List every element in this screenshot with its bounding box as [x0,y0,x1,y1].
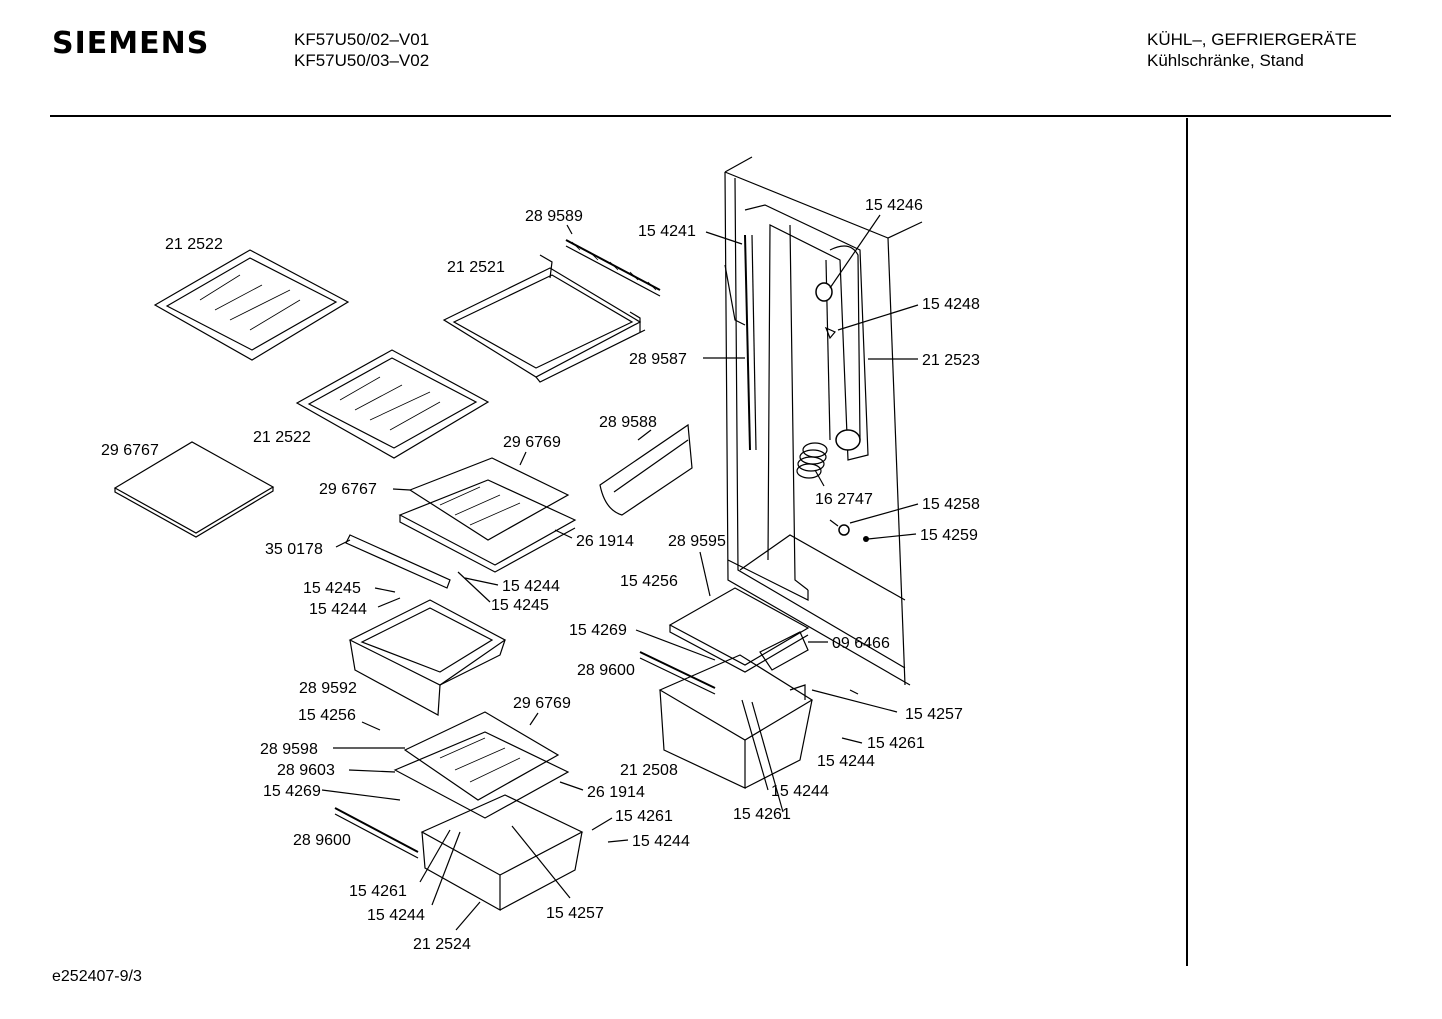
part-label: 21 2522 [253,429,311,446]
drawer-rail-right [639,651,716,695]
part-label: 28 9600 [577,662,635,679]
part-label: 15 4258 [922,496,980,513]
part-label: 26 1914 [576,533,634,550]
part-label: 09 6466 [832,635,890,652]
part-label: 15 4256 [298,707,356,724]
part-label: 28 9588 [599,414,657,431]
glass-shelf-right [668,587,810,673]
part-label: 15 4245 [491,597,549,614]
part-label: 15 4244 [632,833,690,850]
part-label: 15 4256 [620,573,678,590]
part-label: 28 9603 [277,762,335,779]
part-label: 29 6767 [319,481,377,498]
part-label: 15 4261 [615,808,673,825]
part-label: 16 2747 [815,491,873,508]
cabinet-wall [724,156,923,686]
part-labels: 21 2522 28 9589 15 4241 15 4246 21 2521 … [101,197,980,953]
header-divider [50,115,1391,117]
part-label: 15 4261 [733,806,791,823]
drawer-upper [348,599,507,716]
category-subtitle: Kühlschränke, Stand [1147,51,1304,70]
part-label: 21 2522 [165,236,223,253]
wall-fittings [829,519,869,695]
leader-lines [321,214,919,931]
cover-plate [113,441,275,538]
part-label: 15 4244 [817,753,875,770]
part-label: 28 9592 [299,680,357,697]
part-label: 15 4248 [922,296,980,313]
air-duct [815,245,861,451]
drawing-code: e252407-9/3 [52,968,142,985]
part-label: 26 1914 [587,784,645,801]
part-label: 21 2524 [413,936,471,953]
part-label: 28 9598 [260,741,318,758]
side-divider [1186,118,1188,966]
curved-bottle-shelf [599,423,693,516]
part-label: 15 4269 [263,783,321,800]
model-number-1: KF57U50/02–V01 [294,30,430,49]
category-title: KÜHL–, GEFRIERGERÄTE [1147,30,1357,49]
parts-drawing [113,156,923,912]
part-label: 15 4244 [309,601,367,618]
front-trim-bar [345,534,451,589]
crisper-cover-lower [393,711,570,819]
glass-shelf-upper [153,249,350,361]
part-label: 29 6767 [101,442,159,459]
part-label: 15 4261 [349,883,407,900]
drawer-lower [420,794,584,912]
part-label: 21 2508 [620,762,678,779]
wire-shelf [442,254,646,383]
glass-shelf-lower [295,349,490,459]
part-label: 15 4269 [569,622,627,639]
crisper-cover-upper [398,457,577,573]
part-label: 28 9595 [668,533,726,550]
part-label: 15 4257 [905,706,963,723]
part-label: 35 0178 [265,541,323,558]
bellows-hose [796,442,828,479]
part-label: 28 9600 [293,832,351,849]
part-label: 15 4244 [367,907,425,924]
part-label: 21 2521 [447,259,505,276]
shelf-rail [565,239,661,297]
part-label: 28 9587 [629,351,687,368]
model-number-2: KF57U50/03–V02 [294,51,430,70]
drawer-right [658,654,814,789]
part-label: 15 4246 [865,197,923,214]
part-label: 15 4259 [920,527,978,544]
part-label: 15 4257 [546,905,604,922]
part-label: 15 4244 [502,578,560,595]
part-label: 15 4241 [638,223,696,240]
part-label: 15 4244 [771,783,829,800]
part-label: 15 4245 [303,580,361,597]
part-label: 28 9589 [525,208,583,225]
drawer-rail-lower [334,807,419,859]
part-label: 21 2523 [922,352,980,369]
part-label: 15 4261 [867,735,925,752]
part-label: 29 6769 [513,695,571,712]
rail-strip [724,234,757,451]
part-label: 29 6769 [503,434,561,451]
brand-logo: SIEMENS [52,26,210,61]
